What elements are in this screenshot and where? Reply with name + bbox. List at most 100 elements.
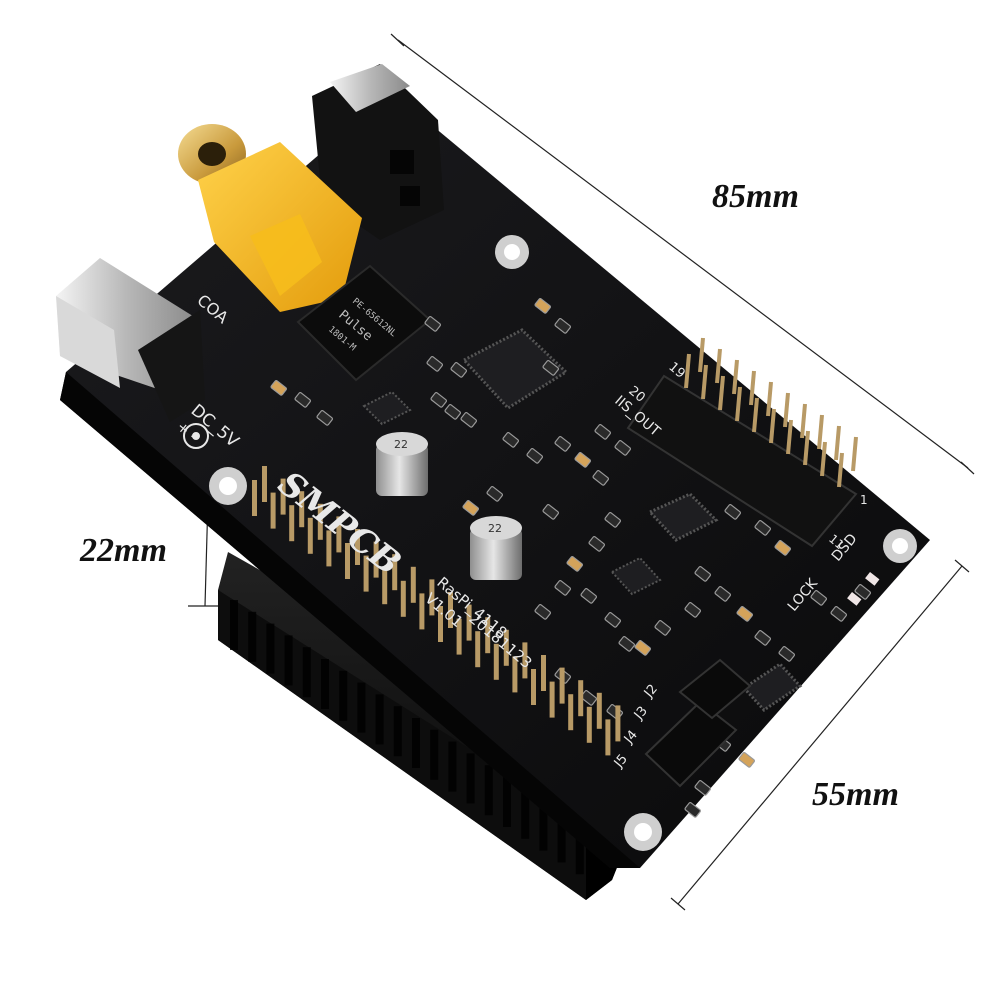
smd-component [542,360,560,376]
smd-component [714,586,732,602]
smd-component [724,504,742,520]
smd-component [592,470,610,486]
mounting-hole [495,235,529,269]
gpio-pin [373,541,379,578]
header-slot [357,682,366,733]
mounting-hole [883,529,917,563]
header-slot [448,741,457,792]
iis-out-pin-header [626,374,858,548]
iis-out-pin [718,375,725,411]
jumper-headers [644,658,752,788]
smd-component [316,410,334,426]
gpio-pin [419,593,425,630]
iis-out-pin [752,397,759,433]
height-dimension-label: 22mm [80,532,167,569]
gpio-pin [503,629,509,666]
gpio-pin [586,706,592,743]
iis-out-pin [803,430,810,466]
iis-out-pin [735,386,742,422]
gpio-pin [485,617,491,654]
smd-component [684,602,702,618]
header-slot [575,824,584,875]
smd-component [634,640,652,656]
rca-coax-jack [178,124,362,312]
iis-out-pin [783,392,790,428]
iis-out-pins [684,337,858,488]
toslink-optical-connector [312,64,444,240]
header-slot [339,670,348,721]
header-slot [484,765,493,816]
smd-component [534,604,552,620]
iis-out-pin [701,364,708,400]
smd-component [580,588,598,604]
ic-chip [741,662,803,712]
iis-out-pin [715,348,722,384]
smd-component [604,612,622,628]
header-slot [393,706,402,757]
gpio-pin [568,694,574,731]
gpio-pin [336,516,342,553]
gpio-pin [270,492,276,529]
gpio-pin [280,478,286,515]
gpio-pin [307,517,313,554]
header-slot [503,777,511,827]
smd-component [502,432,520,448]
smd-component [654,620,672,636]
gpio-pin [605,719,611,756]
gpio-pin [531,669,536,705]
mounting-hole [209,467,247,505]
pin-1-label: 1 [860,493,868,507]
led [865,571,880,586]
smd-component [554,580,572,596]
gpio-pin [317,503,323,540]
smd-component [854,584,872,600]
smd-component [460,412,478,428]
iis-out-pin [684,353,691,389]
smd-component [594,424,612,440]
gpio-pin [475,631,481,668]
smd-component [614,440,632,456]
gpio-pin [382,568,388,605]
gpio-pin [326,530,332,567]
mounting-hole [624,813,662,851]
smd-component [588,536,606,552]
gpio-pin [289,505,295,542]
smd-component [778,646,796,662]
ic-chip [610,556,662,596]
smd-components [270,298,880,818]
iis-out-pin [749,370,756,406]
iis-out-pin [837,452,844,488]
power-jack-symbol [183,423,209,449]
gpio-pin [355,529,360,565]
gpio-pin [522,642,528,679]
smd-component [618,636,636,652]
gpio-pin [578,680,584,717]
pulse-transformer: Pulse PE-65612NL 1801-M [296,264,432,382]
gpio-pin [345,543,350,579]
dimension-line-width [670,559,970,911]
capacitor-label: 22 [488,522,502,535]
gpio-header-slots [230,600,584,875]
gpio-pin [299,491,305,528]
gpio-pin [448,592,453,628]
smd-component [486,486,504,502]
header-slot [284,635,293,686]
smd-component [450,362,468,378]
ic-chip [362,390,412,426]
iis-out-pin [851,436,858,472]
iis-out-pin [800,403,807,439]
width-dimension-label: 55mm [812,776,899,813]
gpio-pin [493,643,499,680]
gpio-male-pins [252,466,621,756]
iis-out-pin [817,414,824,450]
gpio-pin [392,554,398,591]
gpio-pin [549,681,555,718]
smd-component [810,590,828,606]
smd-component [430,392,448,408]
smd-component [580,690,598,706]
header-slot [230,600,238,650]
usb-b-connector [56,258,205,422]
led [847,591,862,606]
header-slot [557,812,566,863]
capacitor-label: 22 [394,438,408,451]
